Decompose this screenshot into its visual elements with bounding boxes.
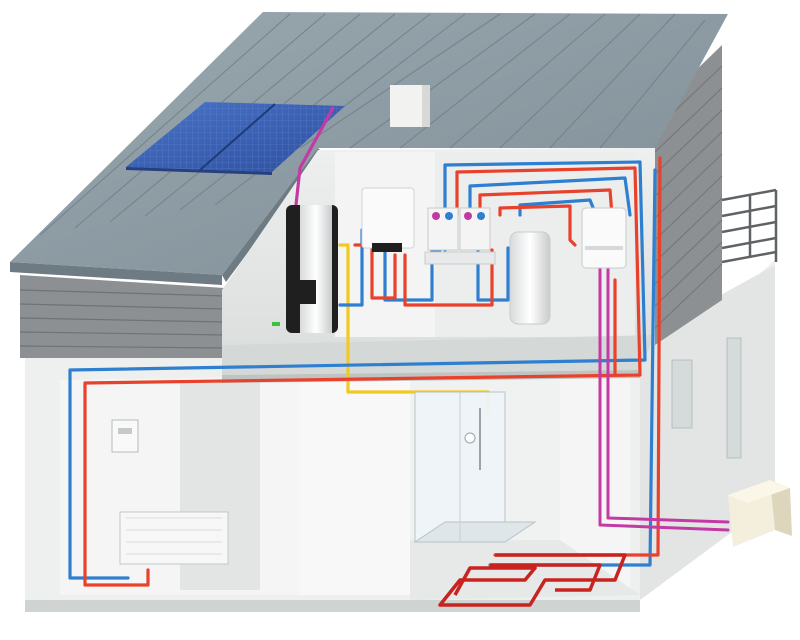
- underfloor-heating: [438, 553, 627, 607]
- buffer-tank: [509, 231, 551, 325]
- thermostat: [111, 419, 139, 453]
- outdoor-unit: [728, 480, 792, 547]
- radiator: [119, 511, 229, 565]
- window-2: [726, 337, 742, 459]
- balcony-railing: [721, 188, 778, 264]
- pipe-network: [68, 106, 730, 587]
- chimney: [390, 85, 430, 127]
- pump-groups: [424, 207, 496, 265]
- window-1: [671, 359, 693, 429]
- interior-wall-middle: [300, 380, 410, 595]
- solar-panel: [126, 102, 345, 175]
- left-cladding: [19, 275, 226, 358]
- heat-pump-indoor-unit: [581, 207, 627, 269]
- hot-water-tank: [272, 205, 338, 333]
- shower-cabin: [413, 391, 537, 543]
- wall-boiler: [361, 187, 415, 252]
